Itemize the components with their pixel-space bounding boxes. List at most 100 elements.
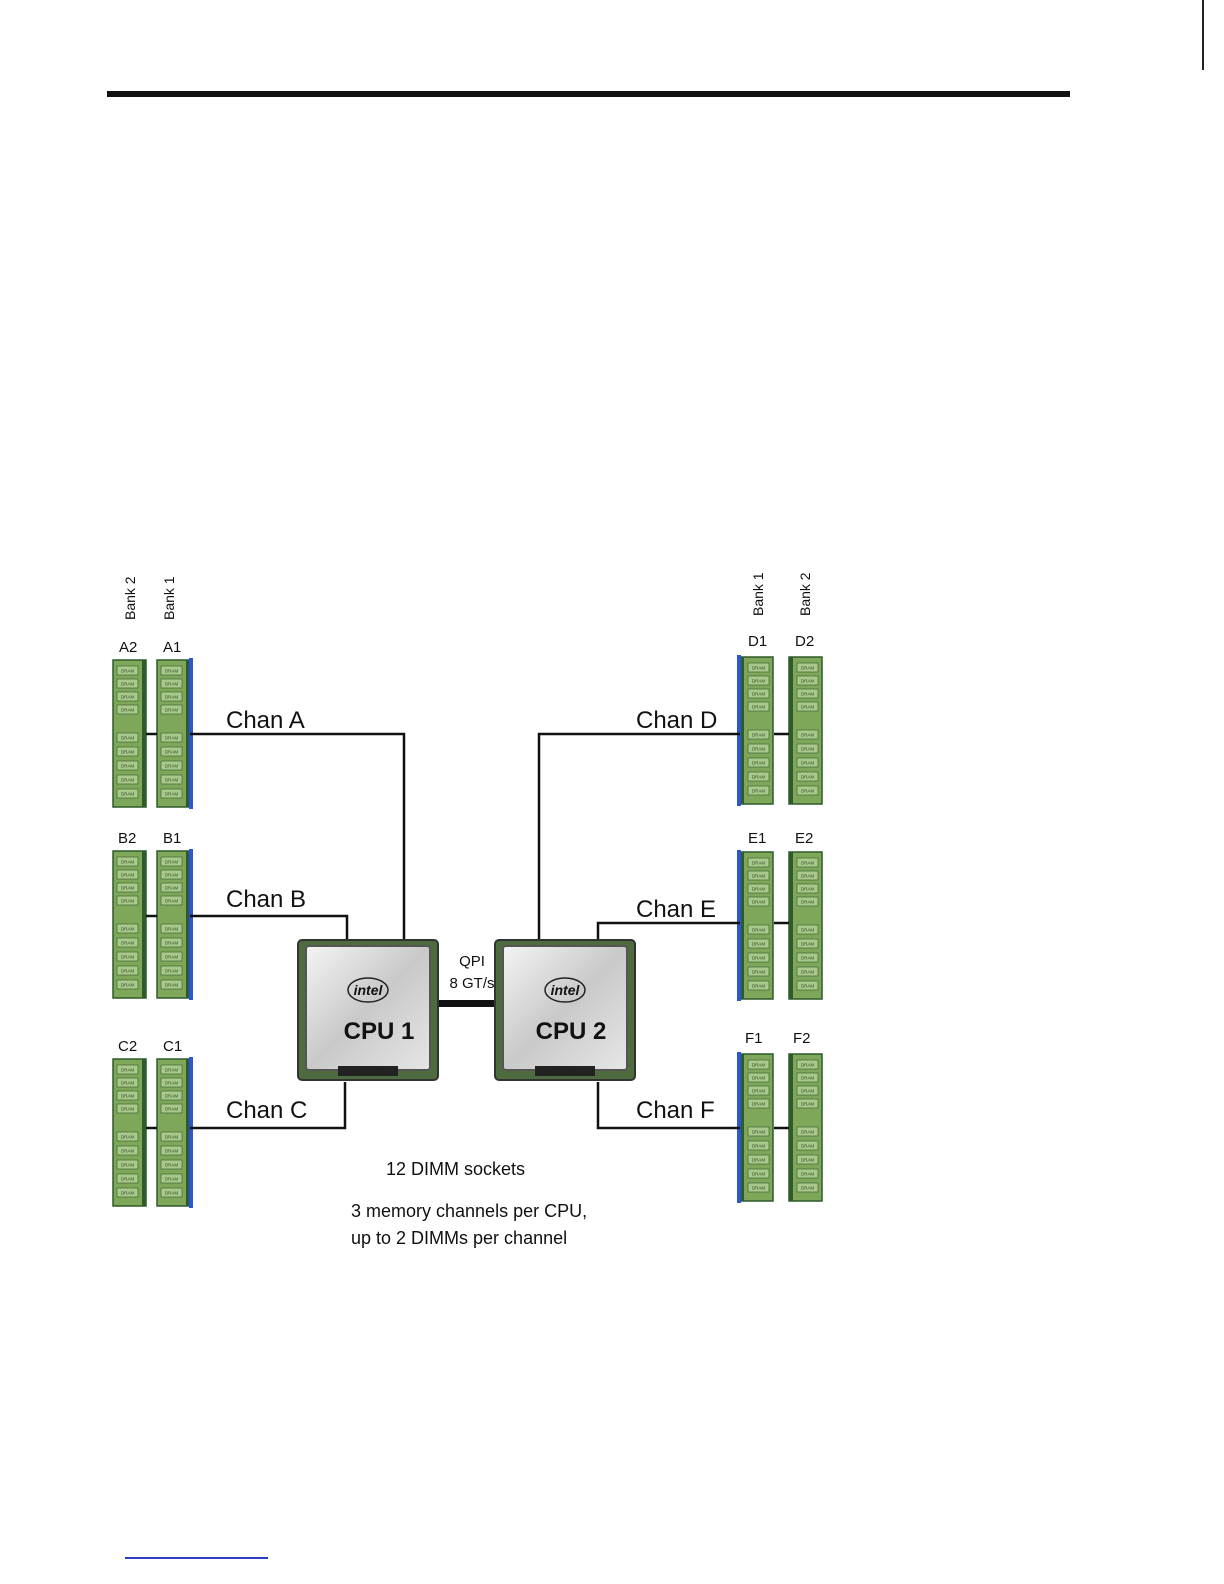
dram-chip — [116, 1145, 139, 1156]
dram-chip-label: DRAM — [752, 705, 766, 710]
dram-chip-label: DRAM — [752, 887, 766, 892]
dimm-contact-edge — [142, 660, 146, 807]
dram-chip — [747, 857, 770, 868]
dram-chip — [747, 1072, 770, 1083]
dram-chip — [796, 952, 819, 963]
dram-chip — [747, 729, 770, 740]
dram-chip-label: DRAM — [801, 1172, 815, 1177]
dram-chip — [796, 1182, 819, 1193]
dram-chip-label: DRAM — [121, 1177, 135, 1182]
dram-chip — [747, 924, 770, 935]
dram-chip — [116, 1064, 139, 1075]
dram-chip — [796, 1059, 819, 1070]
dram-chip-label: DRAM — [752, 970, 766, 975]
dram-chip-label: DRAM — [121, 764, 135, 769]
dram-chip-label: DRAM — [801, 733, 815, 738]
dram-chip-label: DRAM — [752, 1063, 766, 1068]
slot-label-f1: F1 — [745, 1030, 763, 1047]
dimm-modules: DRAM DRAM DRAM DRAM DRAM DRAM DRAM DRAM DRAM DRAM… — [112, 655, 823, 1208]
dram-chip-label: DRAM — [165, 1149, 179, 1154]
dram-chip — [116, 869, 139, 880]
dram-chip-label: DRAM — [165, 955, 179, 960]
channel-bus-lines — [146, 732, 789, 1130]
slot-label-a1: A1 — [163, 639, 181, 656]
dram-chip — [116, 788, 139, 799]
dram-chip-label: DRAM — [752, 789, 766, 794]
note-socket-count: 12 DIMM sockets — [386, 1159, 525, 1179]
dimm-contact-edge — [142, 851, 146, 998]
dram-chip-label: DRAM — [801, 861, 815, 866]
dimm-contact-edge — [740, 852, 744, 999]
dram-chip-label: DRAM — [752, 900, 766, 905]
dram-chip-label: DRAM — [165, 669, 179, 674]
dram-chip — [116, 895, 139, 906]
bank1-stripe — [737, 850, 741, 1001]
dram-chip-label: DRAM — [121, 983, 135, 988]
dimm-contact-edge — [740, 657, 744, 804]
dram-chip — [116, 951, 139, 962]
dram-chip — [796, 896, 819, 907]
dram-chip — [160, 923, 183, 934]
dram-chip — [116, 979, 139, 990]
dram-chip — [160, 774, 183, 785]
dram-chip-label: DRAM — [801, 942, 815, 947]
dram-chip — [160, 979, 183, 990]
dram-chip — [116, 704, 139, 715]
dram-chip-label: DRAM — [121, 708, 135, 713]
dimm-contact-edge — [789, 657, 793, 804]
dram-chip-label: DRAM — [165, 1135, 179, 1140]
dram-chip — [747, 1154, 770, 1165]
dimm-contact-edge — [142, 1059, 146, 1206]
dram-chip — [160, 760, 183, 771]
dram-chip-label: DRAM — [165, 750, 179, 755]
slot-label-f2: F2 — [793, 1030, 811, 1047]
dram-chip-label: DRAM — [801, 1076, 815, 1081]
dram-chip — [160, 1187, 183, 1198]
dram-chip — [160, 691, 183, 702]
dram-chip — [796, 1098, 819, 1109]
qpi-label: QPI — [459, 953, 485, 970]
cpu-1-heatspreader — [305, 945, 431, 1071]
dram-chip-label: DRAM — [121, 873, 135, 878]
dram-chip-label: DRAM — [165, 860, 179, 865]
dram-chip — [160, 1159, 183, 1170]
dram-chip — [160, 937, 183, 948]
dram-chip-label: DRAM — [752, 1089, 766, 1094]
dram-chip-label: DRAM — [752, 1102, 766, 1107]
cpu-1-package: intel CPU 1 — [297, 939, 439, 1081]
dram-chip — [116, 678, 139, 689]
dram-chip — [116, 1131, 139, 1142]
slot-label-a2: A2 — [119, 639, 137, 656]
bank-header-right-bank2: Bank 2 — [797, 572, 813, 616]
slot-label-b1: B1 — [163, 830, 181, 847]
dram-chip-label: DRAM — [165, 778, 179, 783]
dram-chip-label: DRAM — [752, 679, 766, 684]
dimm-contact-edge — [789, 852, 793, 999]
dram-chip-label: DRAM — [752, 1172, 766, 1177]
dram-chip — [160, 882, 183, 893]
dram-chip-label: DRAM — [121, 886, 135, 891]
slot-label-b2: B2 — [118, 830, 136, 847]
dram-chip-label: DRAM — [165, 886, 179, 891]
dram-chip-label: DRAM — [752, 928, 766, 933]
cpu-2-label: CPU 2 — [536, 1018, 607, 1045]
dram-chip-label: DRAM — [165, 899, 179, 904]
chan-b-line — [146, 914, 349, 940]
dram-chip — [747, 771, 770, 782]
dram-chip-label: DRAM — [752, 874, 766, 879]
dram-chip — [116, 1173, 139, 1184]
dram-chip-label: DRAM — [121, 899, 135, 904]
dram-chip — [116, 937, 139, 948]
dram-chip — [160, 678, 183, 689]
dram-chip-label: DRAM — [801, 747, 815, 752]
dram-chip-label: DRAM — [121, 1149, 135, 1154]
dram-chip — [160, 1145, 183, 1156]
dram-chip — [160, 869, 183, 880]
dram-chip-label: DRAM — [165, 682, 179, 687]
slot-label-e1: E1 — [748, 830, 766, 847]
dram-chip-label: DRAM — [801, 984, 815, 989]
dram-chip — [747, 743, 770, 754]
